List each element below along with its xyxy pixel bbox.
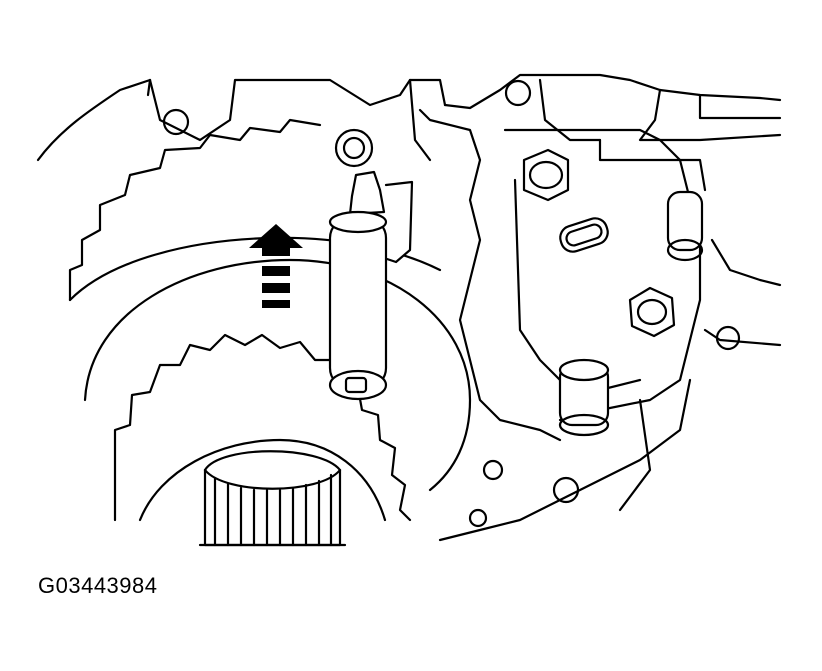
upward-arrow-icon	[249, 224, 303, 308]
transmission-assembly-illustration	[36, 73, 782, 547]
bolts	[522, 148, 704, 437]
pin-tool	[328, 170, 414, 401]
output-shaft	[198, 450, 347, 547]
bolt-holes	[162, 79, 741, 528]
figure-code-label: G03443984	[38, 573, 158, 598]
